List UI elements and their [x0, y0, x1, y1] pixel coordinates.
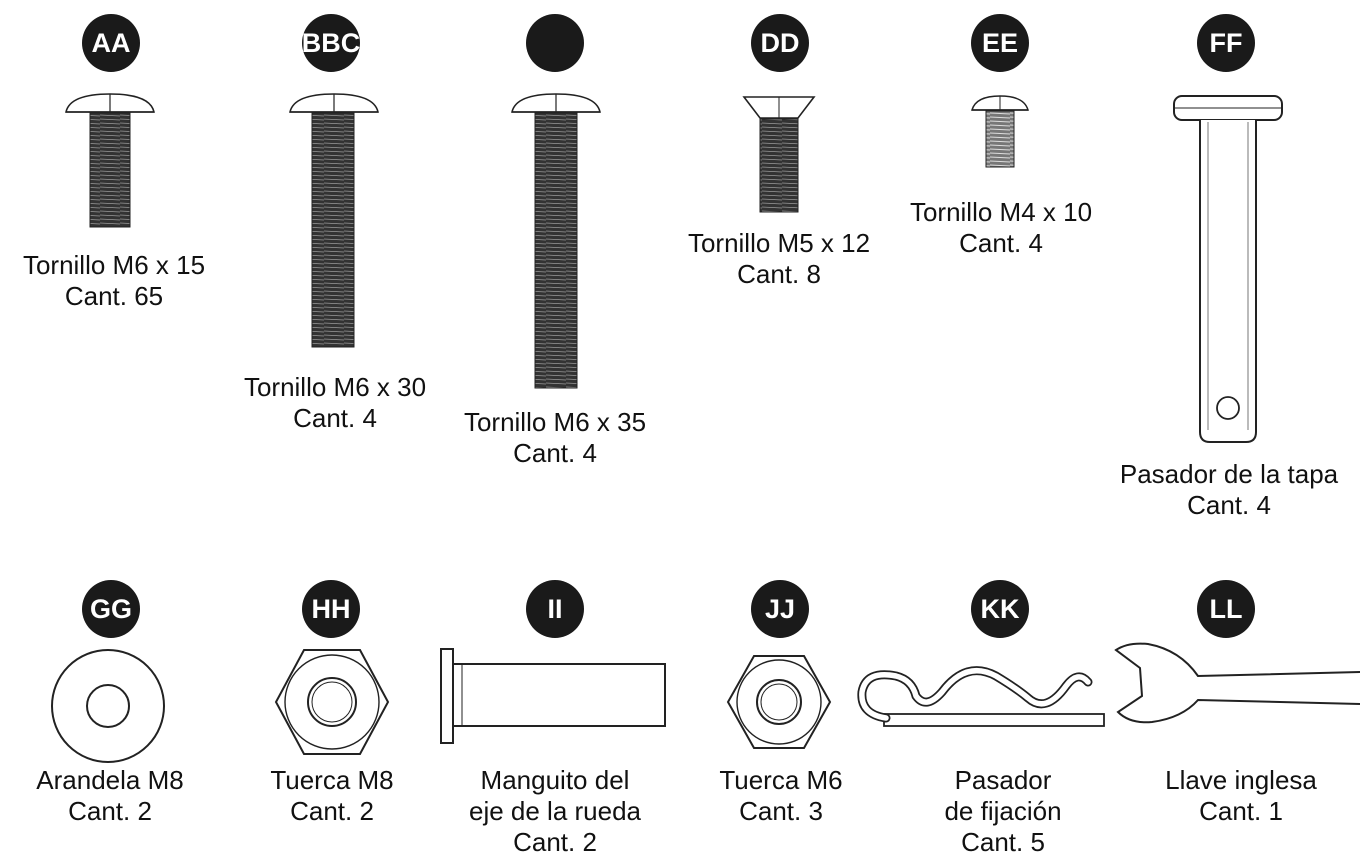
- part-name-line1: Manguito del: [480, 765, 630, 795]
- part-badge-gg: GG: [82, 580, 140, 638]
- part-caption-aa: Tornillo M6 x 15 Cant. 65: [0, 250, 228, 312]
- part-name: Llave inglesa: [1165, 765, 1317, 795]
- part-badge-ll: LL: [1197, 580, 1255, 638]
- part-name: Tornillo M6 x 30: [243, 372, 427, 402]
- part-badge-cc: [526, 14, 584, 72]
- part-name-line2: eje de la rueda: [468, 796, 642, 826]
- hitch-pin-clip-drawing: [857, 666, 1105, 727]
- part-badge-kk: KK: [971, 580, 1029, 638]
- part-caption-jj: Tuerca M6 Cant. 3: [676, 765, 886, 827]
- part-name: Pasador de la tapa: [1119, 459, 1339, 489]
- part-badge-ff: FF: [1197, 14, 1255, 72]
- part-caption-dd: Tornillo M5 x 12 Cant. 8: [666, 228, 892, 290]
- part-qty: Cant. 4: [959, 228, 1043, 258]
- hex-nut-m8-drawing: [274, 649, 390, 755]
- bolt-m6x30-drawing: [289, 93, 379, 348]
- part-badge-jj: JJ: [751, 580, 809, 638]
- part-qty: Cant. 4: [1187, 490, 1271, 520]
- screw-m4x10-drawing: [971, 95, 1029, 168]
- part-qty: Cant. 2: [513, 827, 597, 857]
- axle-sleeve-drawing: [440, 648, 666, 744]
- part-name: Tornillo M6 x 15: [22, 250, 206, 280]
- part-name: Tornillo M5 x 12: [687, 228, 871, 258]
- part-caption-cc: Tornillo M6 x 35 Cant. 4: [440, 407, 670, 469]
- part-caption-kk: Pasador de fijación Cant. 5: [896, 765, 1110, 858]
- part-caption-ii: Manguito del eje de la rueda Cant. 2: [440, 765, 670, 858]
- part-name: Tornillo M4 x 10: [909, 197, 1093, 227]
- part-caption-ee: Tornillo M4 x 10 Cant. 4: [888, 197, 1114, 259]
- part-badge-dd: DD: [751, 14, 809, 72]
- bolt-m5x12-drawing: [742, 96, 816, 213]
- part-qty: Cant. 65: [64, 281, 164, 311]
- part-badge-bb: BBC: [302, 14, 360, 72]
- part-caption-bb: Tornillo M6 x 30 Cant. 4: [220, 372, 450, 434]
- flange-nut-m6-drawing: [726, 655, 832, 749]
- part-qty: Cant. 5: [961, 827, 1045, 857]
- part-caption-ll: Llave inglesa Cant. 1: [1128, 765, 1354, 827]
- part-badge-aa: AA: [82, 14, 140, 72]
- clevis-pin-drawing: [1173, 95, 1283, 443]
- bolt-m6x15-drawing: [65, 93, 155, 228]
- part-name: Tornillo M6 x 35: [463, 407, 647, 437]
- part-qty: Cant. 2: [68, 796, 152, 826]
- part-name: Arandela M8: [36, 765, 184, 795]
- part-qty: Cant. 2: [290, 796, 374, 826]
- part-qty: Cant. 1: [1199, 796, 1283, 826]
- washer-drawing: [51, 649, 165, 763]
- part-name: Tuerca M8: [270, 765, 394, 795]
- part-caption-ff: Pasador de la tapa Cant. 4: [1100, 459, 1358, 521]
- part-name-line1: Pasador: [954, 765, 1052, 795]
- wrench-drawing: [1114, 642, 1360, 724]
- part-qty: Cant. 3: [739, 796, 823, 826]
- part-badge-ee: EE: [971, 14, 1029, 72]
- part-badge-hh: HH: [302, 580, 360, 638]
- bolt-m6x35-drawing: [511, 93, 601, 389]
- part-qty: Cant. 4: [293, 403, 377, 433]
- part-qty: Cant. 4: [513, 438, 597, 468]
- part-caption-gg: Arandela M8 Cant. 2: [4, 765, 216, 827]
- part-badge-ii: II: [526, 580, 584, 638]
- part-qty: Cant. 8: [737, 259, 821, 289]
- part-name-line2: de fijación: [944, 796, 1062, 826]
- part-caption-hh: Tuerca M8 Cant. 2: [226, 765, 438, 827]
- part-name: Tuerca M6: [719, 765, 843, 795]
